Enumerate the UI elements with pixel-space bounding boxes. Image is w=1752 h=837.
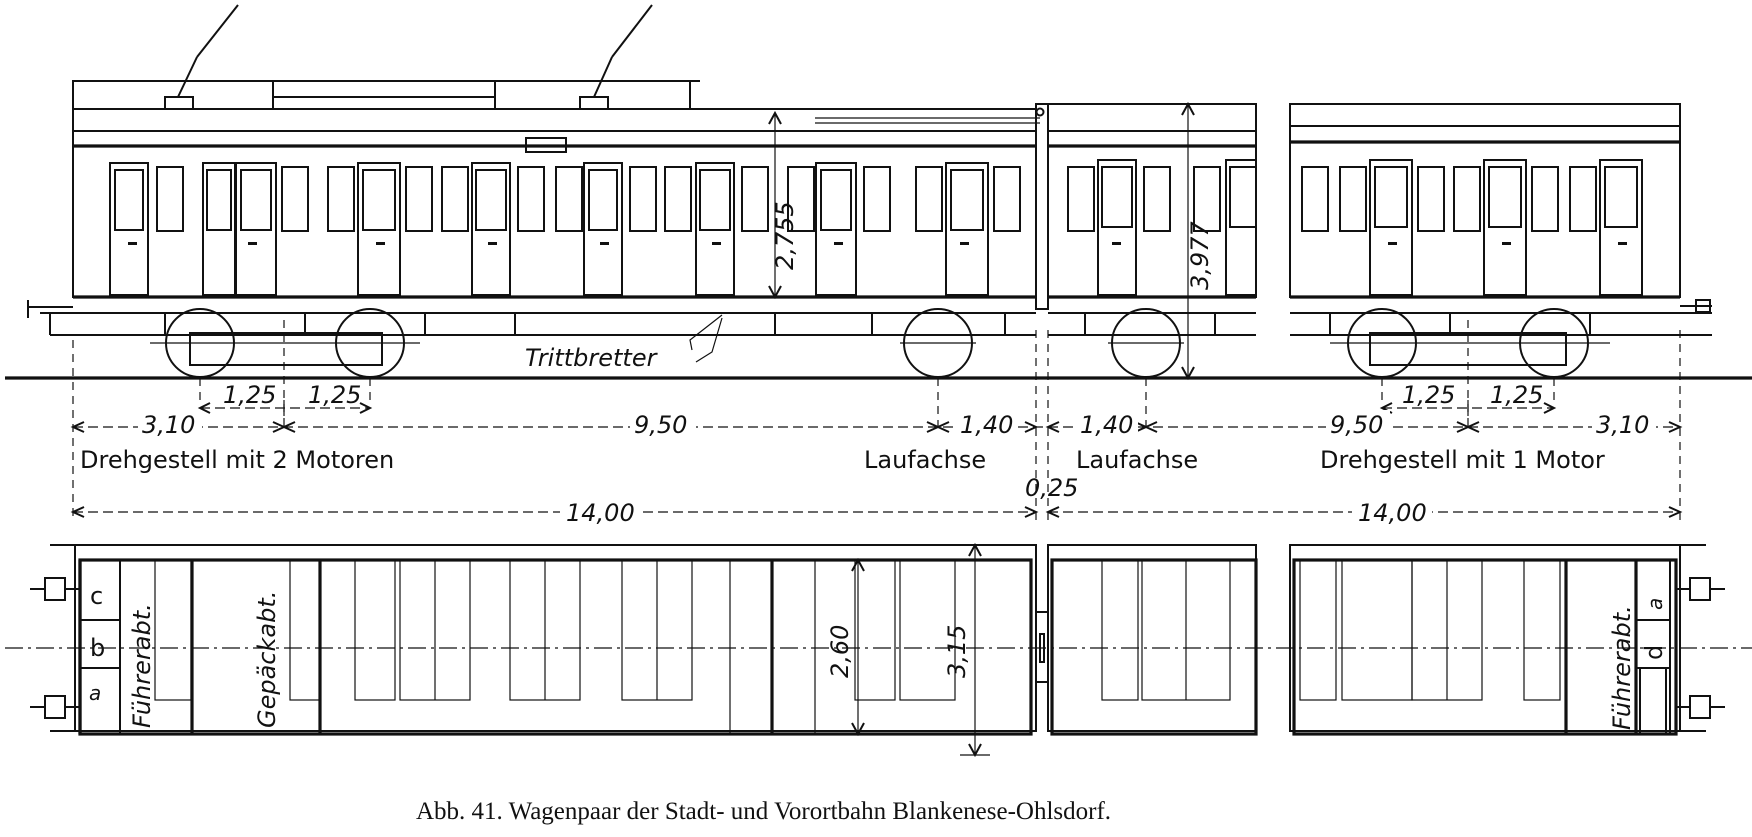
drehgestell-1-motor-label: Drehgestell mit 1 Motor xyxy=(1320,446,1605,474)
pantograph-1 xyxy=(177,56,198,98)
plan-a2-label: a xyxy=(1643,598,1667,610)
plan-260-label: 2,60 xyxy=(826,625,854,678)
length-1400-right: 14,00 xyxy=(1358,499,1427,527)
length-1400-left: 14,00 xyxy=(566,499,635,527)
plan-315-label: 3,15 xyxy=(943,625,971,678)
dimensions: 1,25 1,25 1,25 1,25 3,10 9,50 xyxy=(70,320,1683,527)
drehgestell-2-motoren-label: Drehgestell mit 2 Motoren xyxy=(80,446,394,474)
car1-roof xyxy=(72,4,1045,124)
dim-950-right: 9,50 xyxy=(1330,411,1383,439)
laufachse-label-b: Laufachse xyxy=(1076,446,1198,474)
gap-025-label: 0,25 xyxy=(1025,474,1078,502)
dim-310-right: 3,10 xyxy=(1596,411,1649,439)
side-elevation: 2,755 3,977 Trittbretter xyxy=(5,4,1752,381)
laufachse-label-a: Laufachse xyxy=(864,446,986,474)
fuhrerabt-right-label: Führerabt. xyxy=(1608,605,1636,730)
fuhrerabt-left-label: Führerabt. xyxy=(128,603,156,728)
dim-310-left: 3,10 xyxy=(142,411,195,439)
car2-plan xyxy=(1047,544,1258,736)
plan-c-label: c xyxy=(90,582,103,610)
height-2755-label: 2,755 xyxy=(771,201,799,270)
plan-d-label: d xyxy=(1640,645,1668,660)
bogie2-left-125: 1,25 xyxy=(1402,381,1455,409)
height-3977-label: 3,977 xyxy=(1186,221,1214,290)
car3-plan: Führerabt. a d xyxy=(1289,544,1725,736)
dim-140-left: 1,40 xyxy=(960,411,1013,439)
dim-140-right: 1,40 xyxy=(1080,411,1133,439)
bogie1-right-125: 1,25 xyxy=(308,381,361,409)
gepaeckabt-label: Gepäckabt. xyxy=(253,591,281,728)
plan-a-label: a xyxy=(89,681,101,705)
car1-body xyxy=(27,108,1037,336)
plan-view: c b a Führerabt. Gepäckabt. 2,60 3,15 xyxy=(5,542,1752,758)
pantograph-2 xyxy=(593,56,613,98)
dim-950-left: 9,50 xyxy=(634,411,687,439)
bogie1-left-125: 1,25 xyxy=(223,381,276,409)
car3-body xyxy=(1289,103,1712,378)
figure-caption: Abb. 41. Wagenpaar der Stadt- und Vorort… xyxy=(416,798,1111,825)
car2-body xyxy=(1047,103,1257,378)
trittbretter-label: Trittbretter xyxy=(525,344,659,372)
plan-b-label: b xyxy=(90,634,105,662)
bogie2-right-125: 1,25 xyxy=(1490,381,1543,409)
car1-plan: c b a Führerabt. Gepäckabt. 2,60 3,15 xyxy=(30,542,1037,758)
car1-bogie xyxy=(150,308,976,378)
